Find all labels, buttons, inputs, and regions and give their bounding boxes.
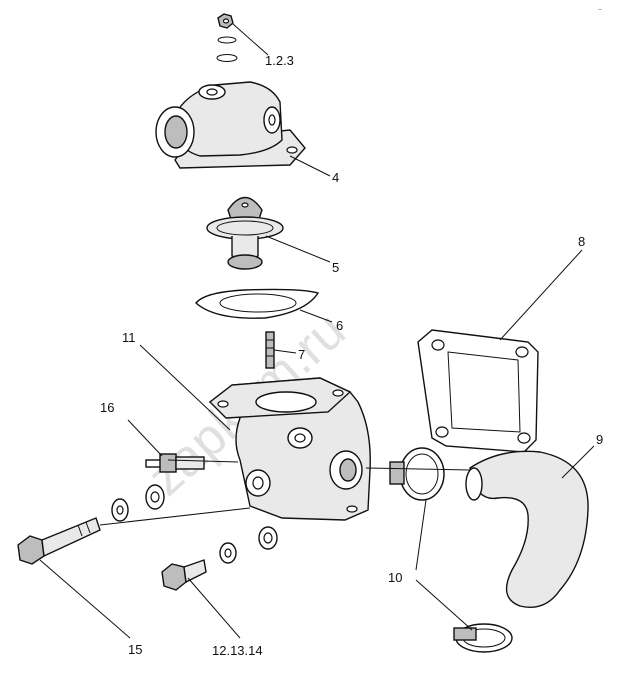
- leader-9: [561, 445, 595, 479]
- short-bolt-shank: [183, 559, 207, 584]
- part-clamp-lower: [453, 623, 513, 653]
- thermostat-flange: [206, 216, 284, 240]
- part-clamp-upper: [389, 447, 445, 501]
- part-thermostat-cover: [155, 81, 306, 169]
- part-temp-sensor: [145, 453, 205, 473]
- callout-7: 7: [298, 347, 305, 362]
- part-long-bolt: [17, 517, 101, 565]
- part-gasket-small: [195, 288, 320, 319]
- corner-mark: ~: [598, 7, 602, 14]
- leader-5: [265, 235, 331, 263]
- washer-left-a-hole: [116, 505, 124, 515]
- hose-body: [469, 450, 589, 608]
- callout-1-2-3: 1.2.3: [265, 53, 294, 68]
- long-bolt-shank: [41, 517, 101, 558]
- callout-4: 4: [332, 170, 339, 185]
- cover-top-boss-hole: [206, 88, 218, 96]
- housing-outlet-bore: [339, 458, 357, 482]
- washer-bottom-a-hole: [224, 548, 232, 558]
- long-bolt-thread-2: [85, 521, 91, 534]
- washer-bottom-b-hole: [263, 532, 273, 544]
- gasket-large-inner: [447, 351, 521, 433]
- gasket-small-hole: [219, 293, 297, 313]
- callout-10: 10: [388, 570, 402, 585]
- washer-left-b-hole: [150, 491, 160, 503]
- leader-6: [299, 309, 333, 323]
- housing-flange-hole-left: [217, 400, 229, 408]
- gasket-hole-bl: [435, 426, 449, 438]
- sensor-hex: [159, 453, 177, 473]
- cover-outlet-bore: [164, 115, 188, 149]
- housing-top-opening: [255, 391, 317, 413]
- callout-9: 9: [596, 432, 603, 447]
- part-hose: [465, 450, 589, 608]
- part-gasket-large: [417, 329, 539, 453]
- part-stud: [265, 331, 275, 369]
- part-sensor-washers: [111, 484, 165, 522]
- leader-1-2-3: [232, 23, 269, 56]
- leader-16-housing: [167, 459, 239, 463]
- connection-line: [365, 467, 471, 471]
- leader-16: [127, 419, 163, 457]
- gasket-hole-br: [517, 432, 531, 444]
- short-bolt-head: [161, 563, 187, 591]
- washer-lower: [216, 54, 238, 62]
- cover-side-boss-hole: [268, 114, 276, 126]
- stud-body: [265, 331, 275, 369]
- callout-11: 11: [122, 330, 136, 345]
- housing-flange-hole-right: [332, 389, 344, 397]
- leader-15: [39, 559, 131, 639]
- leader-10a: [415, 499, 427, 571]
- leader-4: [289, 155, 331, 177]
- leader-7: [273, 349, 297, 354]
- part-main-housing: [208, 377, 371, 521]
- callout-5: 5: [332, 260, 339, 275]
- thermostat-valve: [227, 254, 263, 270]
- gasket-hole-tr: [515, 346, 529, 358]
- part-thermostat: [206, 196, 284, 270]
- thermostat-pin: [241, 202, 249, 208]
- callout-12-13-14: 12.13.14: [212, 643, 263, 658]
- thermostat-flange-inner: [216, 220, 274, 236]
- part-short-bolt-washers: [161, 526, 278, 591]
- leader-11: [139, 344, 231, 431]
- sensor-thread: [175, 456, 205, 470]
- hose-end-upper: [465, 467, 483, 501]
- callout-6: 6: [336, 318, 343, 333]
- long-bolt-thread-1: [77, 524, 83, 537]
- part-nut-washers: [216, 13, 238, 62]
- clamp-lower-screw: [453, 627, 477, 641]
- leader-12-13-14: [187, 577, 241, 639]
- callout-16: 16: [100, 400, 114, 415]
- nut-top-hole: [222, 18, 230, 24]
- housing-foot-hole: [346, 505, 358, 513]
- leader-15-housing: [99, 507, 251, 526]
- housing-boss-low-hole: [252, 476, 264, 490]
- clamp-upper-ring-inner: [405, 453, 439, 495]
- long-bolt-head: [17, 535, 45, 565]
- clamp-upper-ring: [399, 447, 445, 501]
- callout-8: 8: [578, 234, 585, 249]
- clamp-upper-screw: [389, 461, 405, 485]
- housing-boss-mid-hole: [294, 433, 306, 443]
- washer-upper: [217, 36, 237, 44]
- leader-10b: [415, 579, 473, 631]
- cover-bolt-hole: [286, 146, 298, 154]
- gasket-hole-tl: [431, 339, 445, 351]
- callout-15: 15: [128, 642, 142, 657]
- gasket-small-outline: [195, 288, 320, 319]
- leader-8: [499, 249, 583, 341]
